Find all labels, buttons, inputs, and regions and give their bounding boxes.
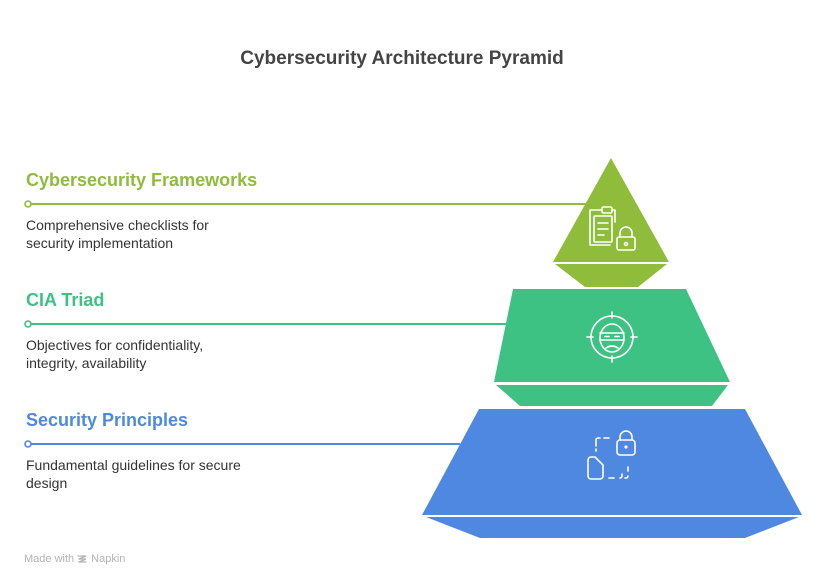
level-description-principles: Fundamental guidelines for secure design <box>26 456 286 492</box>
document-dashed-lock-icon <box>587 430 636 480</box>
masked-intruder-target-icon <box>586 311 638 363</box>
level-title-principles: Security Principles <box>26 410 189 430</box>
pyramid-tier-cia-triad[interactable] <box>494 289 730 406</box>
made-with-label: Made with <box>24 553 75 565</box>
level-description-frameworks: Comprehensive checklists for security im… <box>26 216 286 252</box>
description-line: Fundamental guidelines for secure <box>26 457 241 473</box>
napkin-logo-icon <box>77 554 87 563</box>
description-line: Objectives for confidentiality, <box>26 337 204 353</box>
description-line: security implementation <box>26 235 174 251</box>
level-description-cia-triad: Objectives for confidentiality, integrit… <box>26 336 286 372</box>
clipboard-lock-icon <box>589 206 636 251</box>
description-line: design <box>26 475 68 491</box>
napkin-brand-label: Napkin <box>91 553 126 565</box>
pyramid-tier-frameworks[interactable] <box>553 158 669 287</box>
level-title-cia-triad: CIA Triad <box>26 290 105 310</box>
description-line: Comprehensive checklists for <box>26 217 209 233</box>
description-line: integrity, availability <box>26 355 147 371</box>
connector-frameworks <box>24 200 588 208</box>
level-title-frameworks: Cybersecurity Frameworks <box>26 170 258 190</box>
connector-principles <box>24 440 460 448</box>
pyramid-tier-principles[interactable] <box>422 409 802 538</box>
made-with-napkin-footer[interactable]: Made with Napkin <box>24 553 125 565</box>
diagram-title: Cybersecurity Architecture Pyramid <box>240 48 564 69</box>
connector-cia-triad <box>24 320 524 328</box>
